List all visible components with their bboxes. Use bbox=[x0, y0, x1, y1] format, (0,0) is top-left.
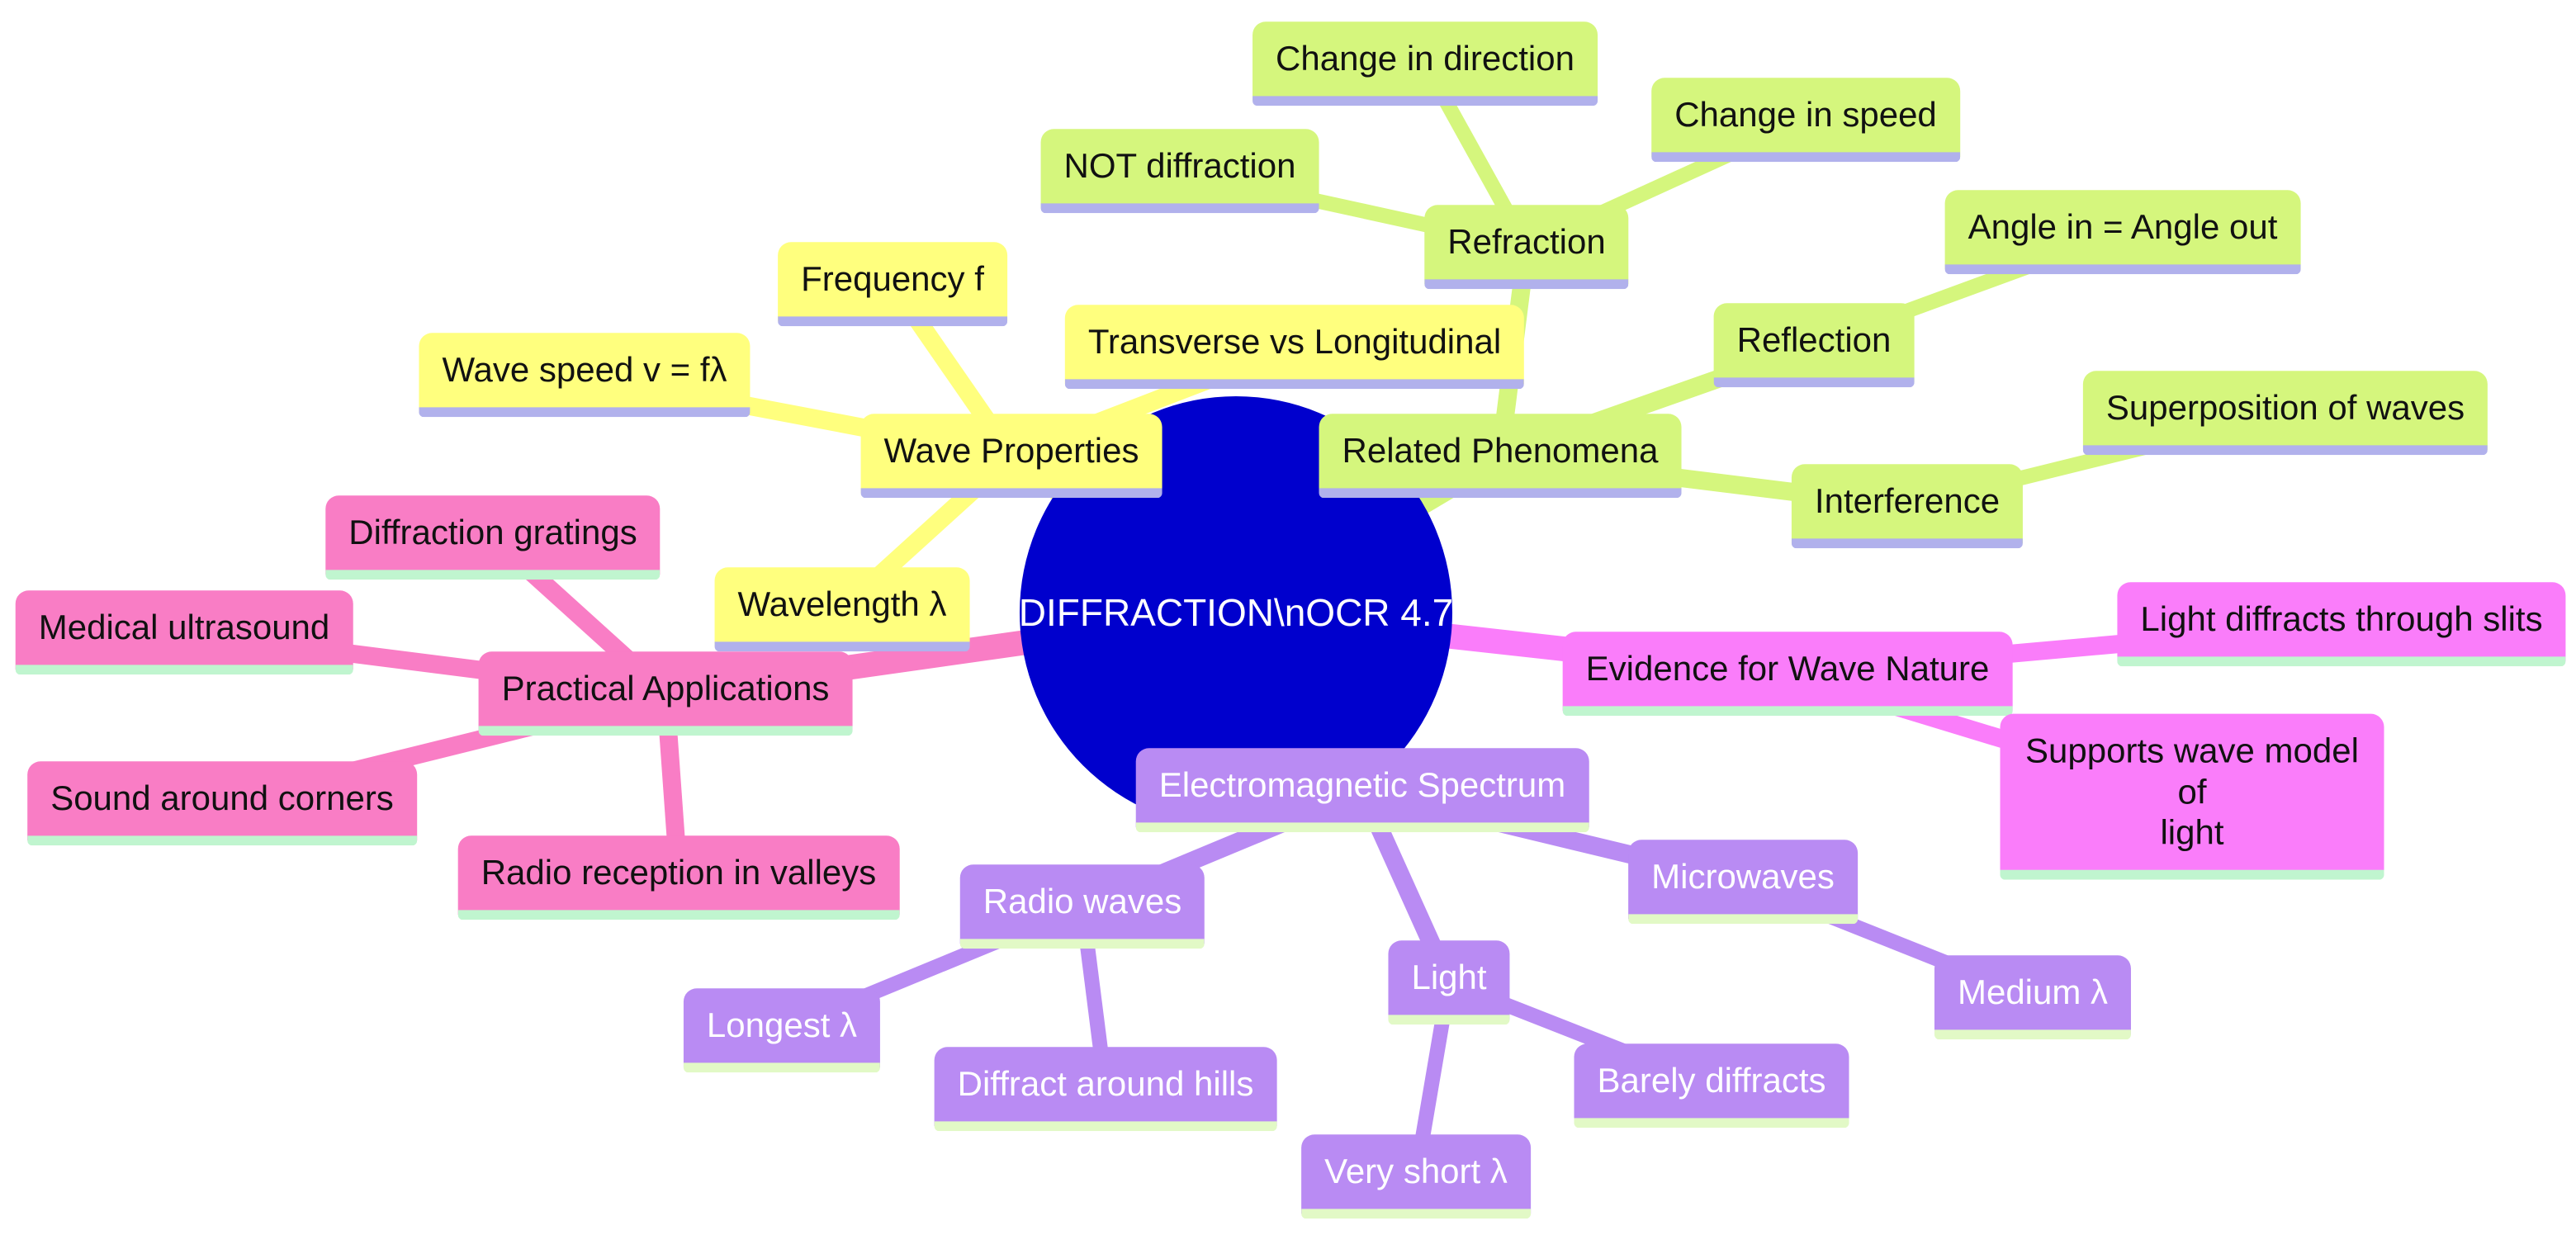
node-label: Transverse vs Longitudinal bbox=[1087, 322, 1502, 362]
node-label: Superposition of waves bbox=[2105, 388, 2465, 428]
node-diffract-hills: Diffract around hills bbox=[934, 1047, 1277, 1131]
node-label: Practical Applications bbox=[501, 669, 830, 708]
node-change-speed: Change in speed bbox=[1651, 78, 1960, 162]
node-light: Light bbox=[1388, 940, 1510, 1024]
node-label: Angle in = Angle out bbox=[1968, 207, 2278, 247]
node-refraction: Refraction bbox=[1424, 205, 1629, 289]
node-radio-valleys: Radio reception in valleys bbox=[457, 835, 900, 920]
node-related-phenomena: Related Phenomena bbox=[1319, 414, 1682, 498]
node-light-diffracts: Light diffracts through slits bbox=[2117, 582, 2566, 666]
node-evidence: Evidence for Wave Nature bbox=[1562, 632, 2013, 716]
node-change-direction: Change in direction bbox=[1252, 21, 1598, 106]
node-label: Change in direction bbox=[1276, 39, 1574, 78]
node-label: Sound around corners bbox=[50, 778, 394, 818]
node-label: Change in speed bbox=[1674, 95, 1937, 135]
node-transverse: Transverse vs Longitudinal bbox=[1064, 305, 1525, 389]
node-very-short: Very short λ bbox=[1301, 1134, 1531, 1218]
node-label: Evidence for Wave Nature bbox=[1585, 649, 1990, 688]
node-label: Medical ultrasound bbox=[38, 608, 330, 647]
node-superposition: Superposition of waves bbox=[2082, 371, 2488, 455]
node-label: Longest λ bbox=[706, 1006, 858, 1045]
node-label: Related Phenomena bbox=[1342, 431, 1659, 471]
node-label: Radio waves bbox=[983, 882, 1182, 921]
node-practical: Practical Applications bbox=[478, 651, 853, 736]
node-label: Diffract around hills bbox=[957, 1064, 1254, 1104]
node-em-spectrum: Electromagnetic Spectrum bbox=[1135, 748, 1589, 832]
node-frequency-f: Frequency f bbox=[778, 242, 1007, 326]
node-radio-waves: Radio waves bbox=[959, 864, 1205, 949]
node-label: Radio reception in valleys bbox=[481, 853, 877, 892]
node-label: Refraction bbox=[1447, 222, 1606, 262]
node-label: Barely diffracts bbox=[1597, 1061, 1826, 1100]
node-wavelength: Wavelength λ bbox=[714, 567, 970, 651]
node-barely-diffracts: Barely diffracts bbox=[1574, 1043, 1849, 1128]
node-label: Light diffracts through slits bbox=[2140, 599, 2543, 639]
node-wave-speed: Wave speed v = fλ bbox=[419, 333, 751, 417]
node-not-diffraction: NOT diffraction bbox=[1040, 129, 1319, 213]
node-sound-corners: Sound around corners bbox=[27, 761, 417, 845]
node-label: Light bbox=[1411, 958, 1487, 997]
node-microwaves: Microwaves bbox=[1628, 840, 1858, 924]
node-label: Very short λ bbox=[1324, 1152, 1508, 1191]
node-label: NOT diffraction bbox=[1063, 146, 1296, 186]
node-longest: Longest λ bbox=[683, 988, 881, 1072]
node-label: Diffraction gratings bbox=[348, 513, 637, 552]
node-label: Wave speed v = fλ bbox=[442, 350, 727, 390]
node-interference: Interference bbox=[1791, 464, 2024, 548]
node-label: Frequency f bbox=[801, 259, 984, 299]
node-medical: Medical ultrasound bbox=[15, 590, 353, 674]
node-reflection: Reflection bbox=[1713, 303, 1915, 387]
node-angle-in-out: Angle in = Angle out bbox=[1944, 190, 2301, 274]
node-label: Wave Properties bbox=[883, 431, 1139, 471]
node-label: Interference bbox=[1814, 481, 2001, 521]
node-label: DIFFRACTION\nOCR 4.7 bbox=[1018, 591, 1454, 634]
node-label: Electromagnetic Spectrum bbox=[1158, 765, 1566, 805]
node-label: Wavelength λ bbox=[737, 584, 947, 624]
node-gratings: Diffraction gratings bbox=[325, 495, 661, 580]
node-label: Supports wave model of light bbox=[2025, 731, 2359, 852]
node-label: Microwaves bbox=[1651, 857, 1835, 897]
node-label: Reflection bbox=[1736, 320, 1892, 360]
node-medium: Medium λ bbox=[1934, 955, 2132, 1039]
node-supports-wave: Supports wave model of light bbox=[2000, 713, 2384, 880]
node-wave-properties: Wave Properties bbox=[860, 414, 1163, 498]
node-label: Medium λ bbox=[1957, 972, 2109, 1012]
